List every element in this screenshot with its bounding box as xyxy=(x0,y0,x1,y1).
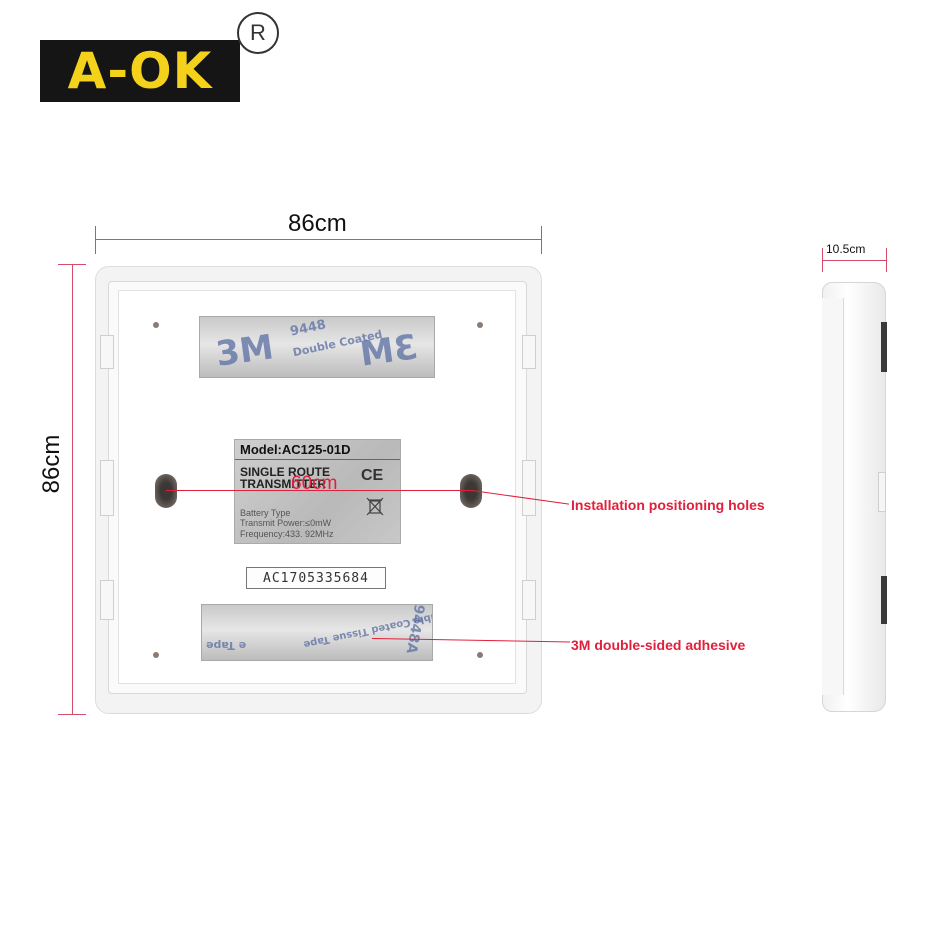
screw-dot xyxy=(153,322,159,328)
screw-dot xyxy=(477,322,483,328)
depth-dimension-line xyxy=(822,260,886,261)
screw-dot xyxy=(153,652,159,658)
hole-spacing-line xyxy=(166,490,472,491)
transmit-power: Transmit Power:≤0mW xyxy=(240,518,332,528)
device-title: SINGLE ROUTE TRANSMITTER xyxy=(240,465,331,491)
width-dimension-tick-left xyxy=(95,226,96,254)
tape-code-top: 9448 xyxy=(288,317,328,340)
side-view-clip xyxy=(881,322,887,372)
plate-notch xyxy=(522,580,536,620)
hole-spacing-label: 60cm xyxy=(291,473,338,494)
plate-notch xyxy=(522,460,536,516)
plate-notch xyxy=(100,580,114,620)
frequency: Frequency:433. 92MHz xyxy=(240,529,334,539)
height-label: 86cm xyxy=(38,434,65,494)
plate-notch xyxy=(100,335,114,369)
brand-logo: A-OK xyxy=(40,40,240,102)
bottom-adhesive-tape: e Tape Double Coated Tissue Tape 9448A xyxy=(201,604,433,661)
depth-dimension-tick-left xyxy=(822,248,823,272)
logo-text: A-OK xyxy=(67,42,213,100)
positioning-hole-left xyxy=(155,474,177,508)
depth-dimension-tick-right xyxy=(886,248,887,272)
serial-number: AC1705335684 xyxy=(246,567,386,589)
tape-brand-3m-mirrored: 3M xyxy=(357,327,421,375)
tape-brand-3m: 3M xyxy=(213,327,277,375)
width-label: 86cm xyxy=(288,210,347,237)
top-adhesive-tape: 3M 9448 Double Coated 3M xyxy=(199,316,435,378)
registered-trademark-icon: R xyxy=(237,12,279,54)
width-dimension-line xyxy=(95,239,541,240)
ce-mark: CE xyxy=(361,467,384,484)
height-dimension-line xyxy=(72,264,73,714)
label-divider xyxy=(235,459,400,460)
positioning-hole-right xyxy=(460,474,482,508)
holes-callout-text: Installation positioning holes xyxy=(571,497,765,513)
battery-type: Battery Type xyxy=(240,508,291,518)
weee-bin-icon xyxy=(365,496,385,516)
adhesive-callout-text: 3M double-sided adhesive xyxy=(571,637,746,653)
plate-notch xyxy=(100,460,114,516)
tape-side-text: e Tape xyxy=(206,639,247,652)
plate-notch xyxy=(522,335,536,369)
side-view-front-face xyxy=(822,298,844,695)
registered-mark: R xyxy=(250,20,266,45)
side-view-edge-notch xyxy=(878,472,886,512)
screw-dot xyxy=(477,652,483,658)
height-dimension-tick-bottom xyxy=(58,714,86,715)
device-spec-label: Model:AC125-01D SINGLE ROUTE TRANSMITTER… xyxy=(234,439,401,544)
width-dimension-tick-right xyxy=(541,226,542,254)
model-number: Model:AC125-01D xyxy=(240,442,351,457)
side-view-clip xyxy=(881,576,887,624)
tape-code-bottom: 9448A xyxy=(402,604,428,655)
depth-label: 10.5cm xyxy=(826,242,866,256)
height-dimension-tick-top xyxy=(58,264,86,265)
